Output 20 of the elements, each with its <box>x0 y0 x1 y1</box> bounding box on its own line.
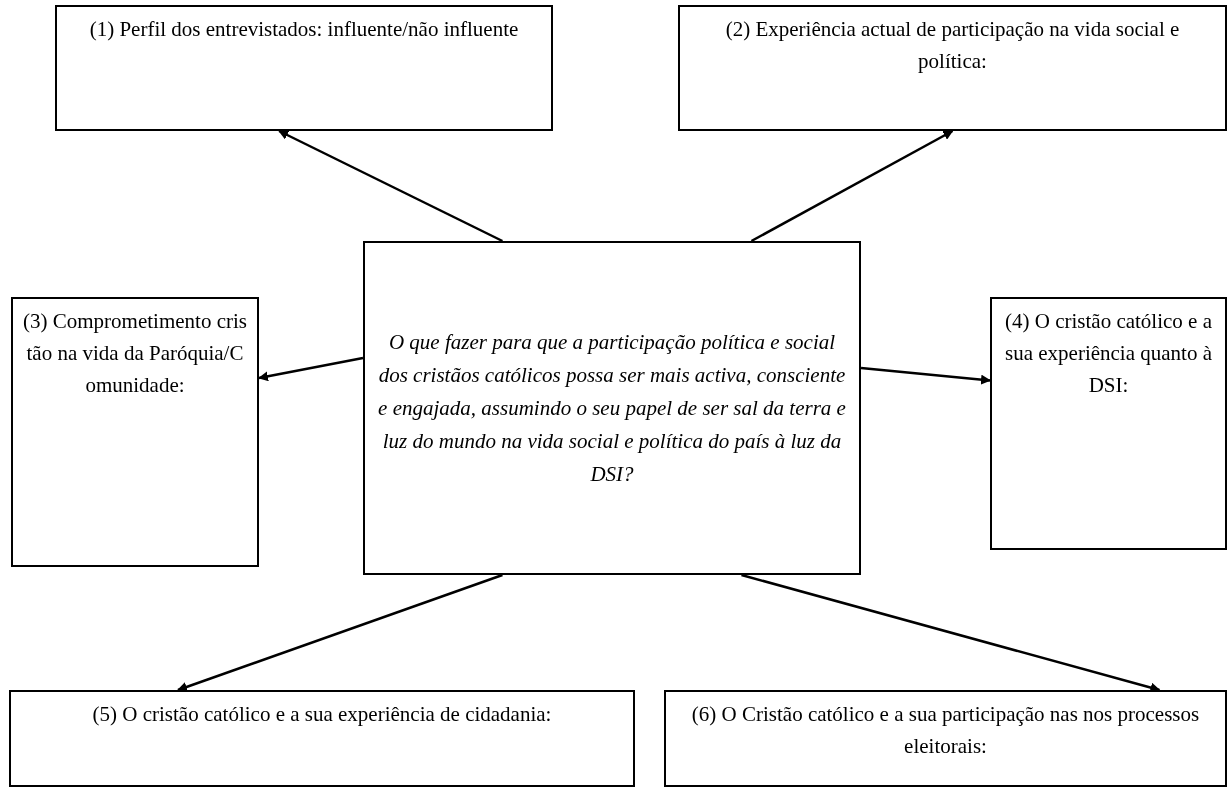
node-text: (4) O cristão católico e a sua experiência quanto à DSI: <box>1004 308 1213 399</box>
topic-box <box>11 297 259 567</box>
arrow <box>860 366 991 385</box>
node-text: (2) Experiência actual de participação na vida social e política: <box>724 16 1181 75</box>
topic-box <box>55 5 553 131</box>
topic-box <box>664 690 1227 787</box>
arrow <box>258 356 364 382</box>
node-text: O que fazer para que a participação política e social dos cristãos católicos possa ser mais activa, consciente e engajada, assumindo o seu papel de ser sal da terra e luz do mundo na vida social e política do país à luz da DSI? <box>377 328 847 488</box>
topic-box <box>990 297 1227 550</box>
arrow <box>278 129 503 243</box>
arrow <box>750 129 954 243</box>
question-box <box>363 241 861 575</box>
node-text: (6) O Cristão católico e a sua participação nas nos processos eleitorais: <box>690 701 1201 760</box>
node-text: (3) Comprometimento cristão na vida da Paróquia/Comunidade: <box>23 308 247 399</box>
topic-box <box>9 690 635 787</box>
arrow <box>741 573 1161 693</box>
arrow <box>177 573 503 692</box>
node-text: (1) Perfil dos entrevistados: influente/não influente <box>88 16 520 43</box>
node-text: (5) O cristão católico e a sua experiência de cidadania: <box>91 701 553 728</box>
topic-box <box>678 5 1227 131</box>
